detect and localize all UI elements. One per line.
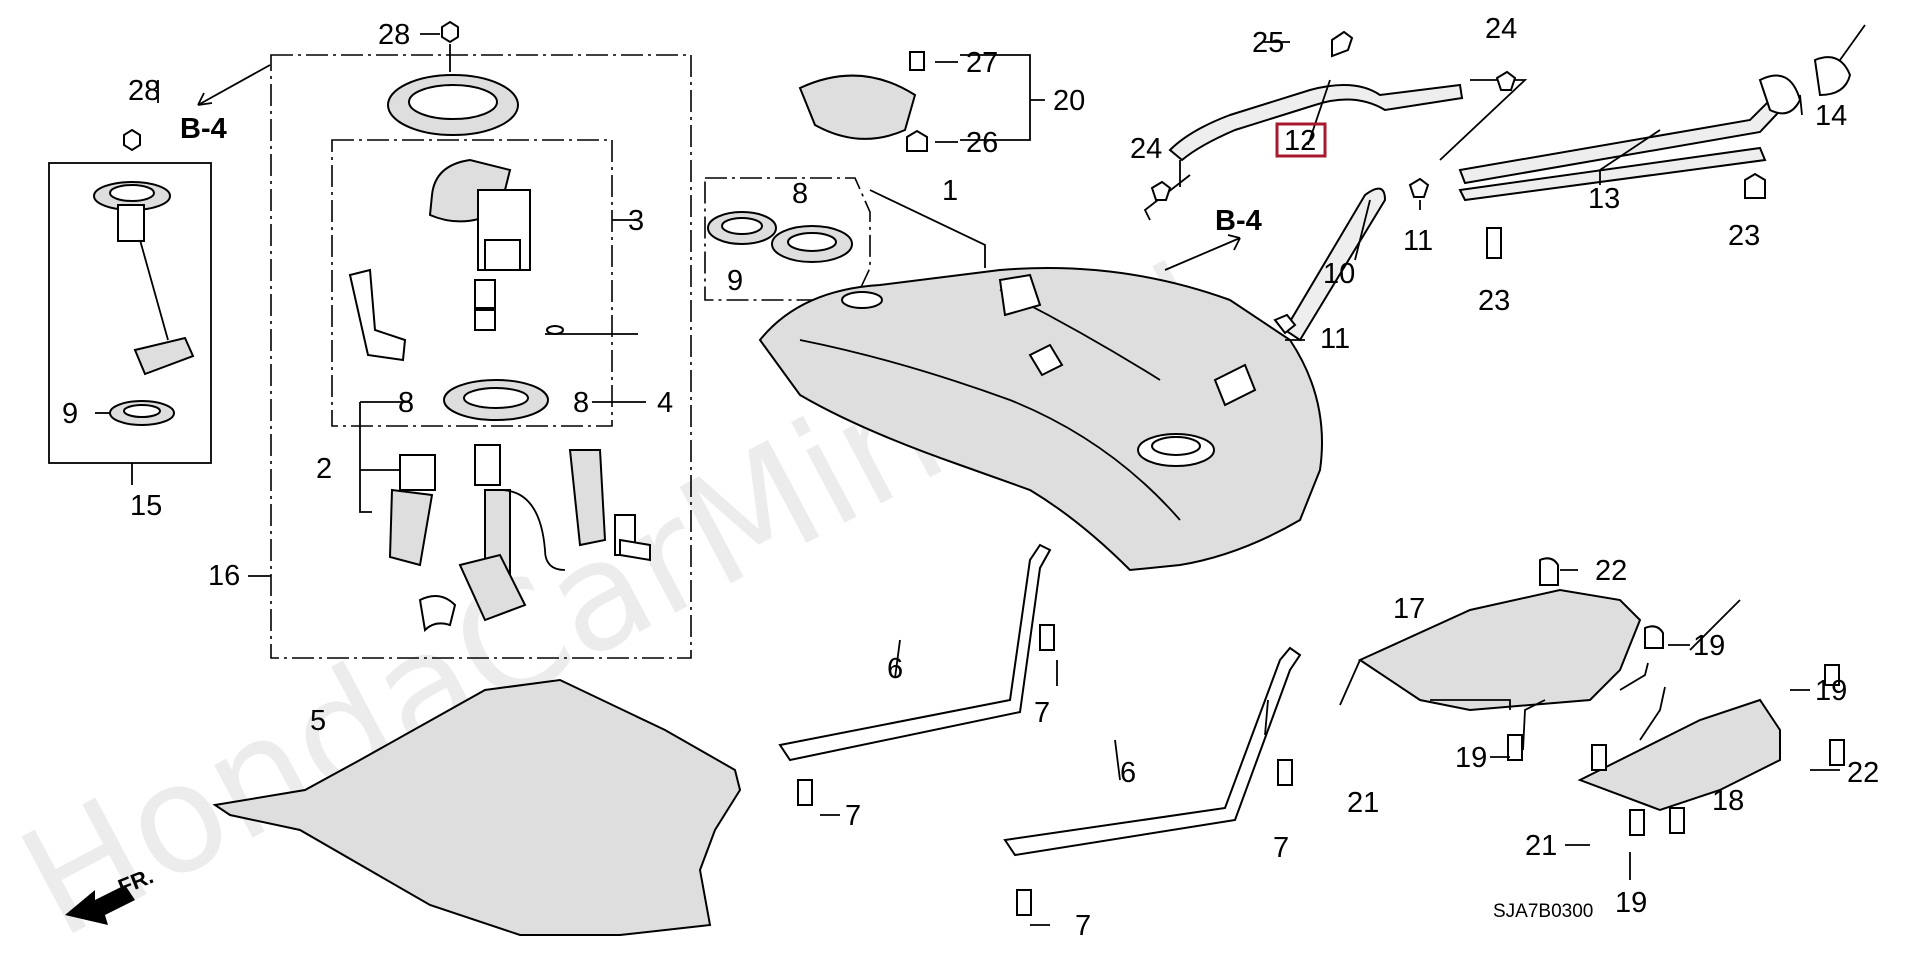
callout-15: 15 <box>130 490 162 522</box>
callout-7: 7 <box>1075 910 1091 942</box>
callout-8: 8 <box>573 387 589 419</box>
clip-11-top <box>1408 177 1430 198</box>
fuel-cap-14 <box>1813 56 1852 97</box>
sender-unit-group-15 <box>48 128 212 485</box>
tank-straps <box>778 543 1302 916</box>
callout-25: 25 <box>1252 27 1284 59</box>
fuel-pump-group-16 <box>248 20 692 659</box>
hose-10 <box>1283 187 1387 342</box>
cover-20 <box>798 74 917 140</box>
float <box>133 336 195 376</box>
callout-7: 7 <box>845 800 861 832</box>
callout-18: 18 <box>1712 785 1744 817</box>
hose-12 <box>1168 83 1464 162</box>
callout-22: 22 <box>1595 555 1627 587</box>
callout-11: 11 <box>1403 225 1433 257</box>
strap-6-left <box>778 543 1052 762</box>
highlight-box <box>1275 122 1327 158</box>
clip-24-right <box>1495 70 1517 91</box>
cover-17 <box>1357 588 1642 712</box>
seal-box <box>704 177 986 301</box>
under-covers <box>1339 557 1845 836</box>
fuel-tank <box>758 267 1323 572</box>
callout-24: 24 <box>1485 13 1517 45</box>
hoses <box>1143 24 1866 342</box>
callout-19: 19 <box>1615 887 1647 919</box>
callout-21: 21 <box>1347 787 1379 819</box>
callout-8: 8 <box>792 178 808 210</box>
callout-8: 8 <box>398 387 414 419</box>
callout-6: 6 <box>1120 757 1136 789</box>
callout-26: 26 <box>966 127 998 159</box>
bolt-27 <box>909 51 925 71</box>
section-ref-left: B-4 <box>180 113 227 145</box>
fasteners <box>798 30 1766 335</box>
bolt-23-left <box>1486 227 1502 259</box>
bolts-19-21-22 <box>1507 557 1845 836</box>
callout-21: 21 <box>1525 830 1557 862</box>
callout-27: 27 <box>966 47 998 79</box>
callout-10: 10 <box>1323 258 1355 290</box>
callout-23: 23 <box>1728 220 1760 252</box>
callout-19: 19 <box>1693 630 1725 662</box>
callout-4: 4 <box>657 387 673 419</box>
callout-14: 14 <box>1815 100 1847 132</box>
arrow-b4-right <box>1164 234 1241 271</box>
callout-22: 22 <box>1847 757 1879 789</box>
callout-5: 5 <box>310 705 326 737</box>
section-ref-right: B-4 <box>1215 205 1262 237</box>
callout-23: 23 <box>1478 285 1510 317</box>
front-arrow <box>65 885 135 925</box>
clip-24-left <box>1150 180 1172 201</box>
bolt-23-right <box>1744 172 1766 199</box>
callout-9: 9 <box>727 265 743 297</box>
callout-19: 19 <box>1455 742 1487 774</box>
callout-11: 11 <box>1320 323 1350 355</box>
nut-28-top <box>441 20 459 44</box>
callout-7: 7 <box>1273 832 1289 864</box>
strap-6-right <box>1003 646 1302 857</box>
bolts-7 <box>797 624 1293 916</box>
nut-26 <box>906 129 928 152</box>
clip-11-bottom <box>1273 313 1297 335</box>
callout-16: 16 <box>208 560 240 592</box>
leader-lines <box>157 33 1840 926</box>
nut-28-left <box>123 128 141 152</box>
callout-28: 28 <box>378 19 410 51</box>
diagram-code: SJA7B0300 <box>1493 901 1593 922</box>
callout-12: 12 <box>1284 125 1316 157</box>
heat-shield-5 <box>212 678 742 936</box>
callout-17: 17 <box>1393 593 1425 625</box>
callout-2: 2 <box>316 453 332 485</box>
callout-7: 7 <box>1034 697 1050 729</box>
arrow-b4-left <box>197 64 271 106</box>
callout-19: 19 <box>1815 675 1847 707</box>
callout-3: 3 <box>628 205 644 237</box>
callout-labels: B-4 B-4 FR. SJA7B0300 28 28 27 20 26 25 … <box>62 13 1879 942</box>
clip-25 <box>1331 30 1354 58</box>
callout-20: 20 <box>1053 85 1085 117</box>
callout-6: 6 <box>887 653 903 685</box>
callout-1: 1 <box>942 175 958 207</box>
callout-9: 9 <box>62 398 78 430</box>
callout-24: 24 <box>1130 133 1162 165</box>
cover-18 <box>1577 698 1781 812</box>
callout-28: 28 <box>128 75 160 107</box>
callout-13: 13 <box>1588 183 1620 215</box>
